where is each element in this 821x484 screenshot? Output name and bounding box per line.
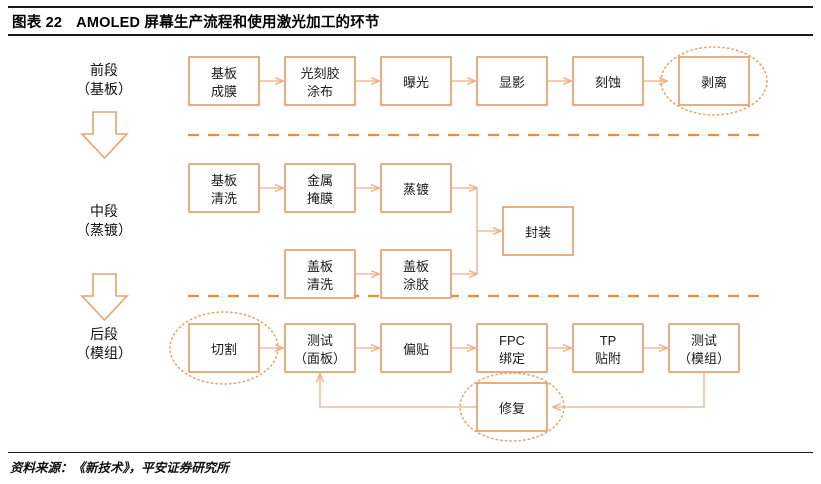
highlight-ellipse-repair xyxy=(459,372,565,442)
node-test-module-line1: 测试 xyxy=(691,333,717,348)
figure-title-text: AMOLED 屏幕生产流程和使用激光加工的环节 xyxy=(76,14,380,31)
node-cover-clean-line1: 盖板 xyxy=(307,259,333,274)
node-cover-clean-line2: 清洗 xyxy=(307,277,333,292)
source-note: 资料来源：《新技术》，平安证券研究所 xyxy=(10,461,229,475)
footer-divider xyxy=(8,452,813,453)
stage-label-back: 后段 （模组） xyxy=(76,326,132,361)
node-exposure-line1: 曝光 xyxy=(403,75,429,90)
node-strip[interactable]: 剥离 xyxy=(678,56,750,106)
node-evaporation[interactable]: 蒸镀 xyxy=(380,163,452,213)
node-substrate-clean[interactable]: 基板 清洗 xyxy=(188,163,260,213)
node-fpc-bonding-line1: FPC xyxy=(499,333,525,348)
node-cover-glue-line1: 盖板 xyxy=(403,259,429,274)
edge-test-module-to-repair xyxy=(553,372,705,407)
node-metal-mask[interactable]: 金属 掩膜 xyxy=(284,163,356,213)
node-substrate-film[interactable]: 基板 成膜 xyxy=(188,56,260,106)
node-encapsulation-line1: 封装 xyxy=(525,225,551,240)
highlight-ellipse-strip xyxy=(660,46,768,116)
stage-back-line1: 后段 xyxy=(90,326,118,342)
node-test-module[interactable]: 测试 （模组） xyxy=(668,323,740,373)
node-strip-line1: 剥离 xyxy=(701,75,727,90)
figure-title-bar: 图表 22 AMOLED 屏幕生产流程和使用激光加工的环节 xyxy=(8,6,813,36)
node-evaporation-line1: 蒸镀 xyxy=(403,182,429,197)
node-polarizer[interactable]: 偏贴 xyxy=(380,323,452,373)
stage-middle-line2: （蒸镀） xyxy=(76,222,132,238)
node-exposure[interactable]: 曝光 xyxy=(380,56,452,106)
node-tp-attach-line1: TP xyxy=(600,333,617,348)
stage-front-line2: （基板） xyxy=(76,81,132,97)
node-cover-glue[interactable]: 盖板 涂胶 xyxy=(380,249,452,299)
node-etch-line1: 刻蚀 xyxy=(595,75,621,90)
node-test-panel-line1: 测试 xyxy=(307,333,333,348)
node-test-panel-line2: （面板） xyxy=(294,351,346,366)
stage-back-line2: （模组） xyxy=(76,345,132,361)
node-encapsulation[interactable]: 封装 xyxy=(502,206,574,256)
node-metal-mask-line1: 金属 xyxy=(307,173,333,188)
node-substrate-clean-line1: 基板 xyxy=(211,173,237,188)
node-tp-attach-line2: 贴附 xyxy=(595,351,621,366)
stage-arrow-middle-to-back-icon xyxy=(80,273,129,322)
node-substrate-film-line1: 基板 xyxy=(211,66,237,81)
node-tp-attach[interactable]: TP 贴附 xyxy=(572,323,644,373)
node-etch[interactable]: 刻蚀 xyxy=(572,56,644,106)
node-fpc-bonding-line2: 绑定 xyxy=(499,351,525,366)
node-polarizer-line1: 偏贴 xyxy=(403,342,429,357)
node-photoresist-line1: 光刻胶 xyxy=(300,66,339,81)
node-cutting-line1: 切割 xyxy=(211,342,237,357)
node-metal-mask-line2: 掩膜 xyxy=(307,191,333,206)
stage-middle-line1: 中段 xyxy=(90,203,118,219)
node-test-panel[interactable]: 测试 （面板） xyxy=(284,323,356,373)
node-substrate-film-line2: 成膜 xyxy=(211,84,237,99)
stage-arrow-front-to-middle-icon xyxy=(80,111,129,160)
node-repair[interactable]: 修复 xyxy=(476,382,548,432)
node-cutting[interactable]: 切割 xyxy=(188,323,260,373)
node-fpc-bonding[interactable]: FPC 绑定 xyxy=(476,323,548,373)
page-title: 图表 22 AMOLED 屏幕生产流程和使用激光加工的环节 xyxy=(8,11,380,32)
node-develop[interactable]: 显影 xyxy=(476,56,548,106)
node-photoresist-line2: 涂布 xyxy=(307,84,333,99)
node-substrate-clean-line2: 清洗 xyxy=(211,191,237,206)
node-repair-line1: 修复 xyxy=(499,401,525,416)
stage-front-line1: 前段 xyxy=(90,62,118,78)
node-cover-glue-line2: 涂胶 xyxy=(403,277,429,292)
figure-number: 图表 22 xyxy=(12,14,63,31)
node-develop-line1: 显影 xyxy=(499,75,525,90)
edge-repair-to-test-panel xyxy=(320,374,477,408)
stage-label-front: 前段 （基板） xyxy=(76,62,132,97)
flowchart: 前段 （基板） 中段 （蒸镀） 后段 （模组） xyxy=(0,38,821,450)
node-cover-clean[interactable]: 盖板 清洗 xyxy=(284,249,356,299)
stage-label-middle: 中段 （蒸镀） xyxy=(76,203,132,238)
node-test-module-line2: （模组） xyxy=(678,351,730,366)
node-photoresist[interactable]: 光刻胶 涂布 xyxy=(284,56,356,106)
